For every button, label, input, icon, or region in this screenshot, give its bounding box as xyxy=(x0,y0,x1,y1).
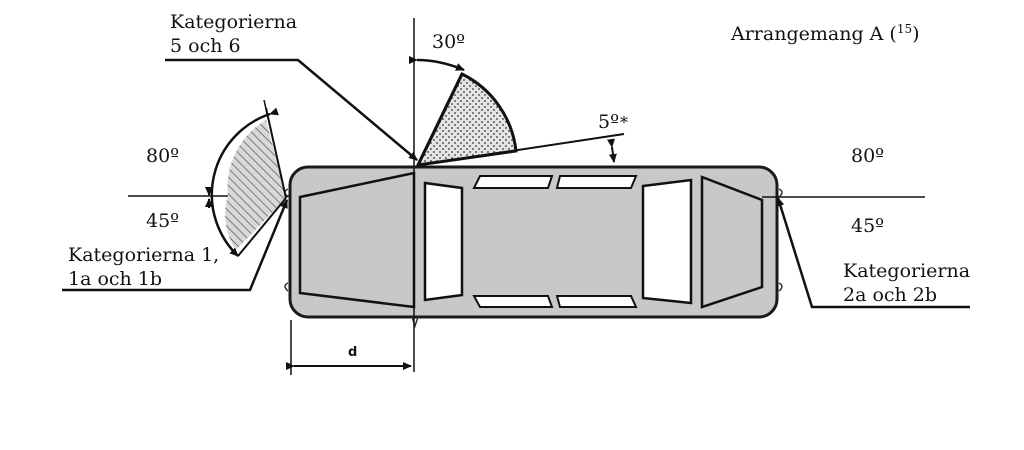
leader-categories-1 xyxy=(62,199,289,292)
leader-categories-5-6 xyxy=(165,58,418,161)
label-categories-1-line2: 1a och 1b xyxy=(68,268,162,290)
label-categories-5-6-line2: 5 och 6 xyxy=(170,35,241,57)
label-angle-5-note: * xyxy=(620,113,628,132)
label-categories-2-line2: 2a och 2b xyxy=(843,284,937,306)
label-angle-5: 5º xyxy=(598,111,619,133)
label-angle-80-left: 80º xyxy=(146,145,179,167)
front-door-window xyxy=(423,181,464,302)
diagram-title: Arrangemang A (15) xyxy=(730,22,920,45)
label-dimension-d: d xyxy=(348,345,357,360)
angle-5-arrow xyxy=(606,138,617,163)
label-angle-30: 30º xyxy=(432,31,465,53)
side-window-top-front xyxy=(472,175,554,189)
angle-30-arc xyxy=(408,55,465,72)
label-angle-80-right: 80º xyxy=(851,145,884,167)
label-categories-2-line1: Kategorierna xyxy=(843,260,970,282)
rear-door-window xyxy=(641,178,693,305)
rear-window xyxy=(700,175,764,309)
car-outline xyxy=(284,165,783,329)
label-categories-1-line1: Kategorierna 1, xyxy=(68,244,219,266)
label-angle-45-right: 45º xyxy=(851,215,884,237)
leader-categories-2 xyxy=(776,197,970,309)
label-angle-45-left: 45º xyxy=(146,210,179,232)
side-window-top-rear xyxy=(555,175,638,189)
side-window-bottom-front xyxy=(472,295,554,308)
dotted-visibility-sector xyxy=(415,71,518,167)
hatched-visibility-sector xyxy=(225,120,286,250)
label-categories-5-6-line1: Kategorierna xyxy=(170,11,297,33)
car-body xyxy=(288,165,779,319)
side-window-bottom-rear xyxy=(555,295,638,308)
